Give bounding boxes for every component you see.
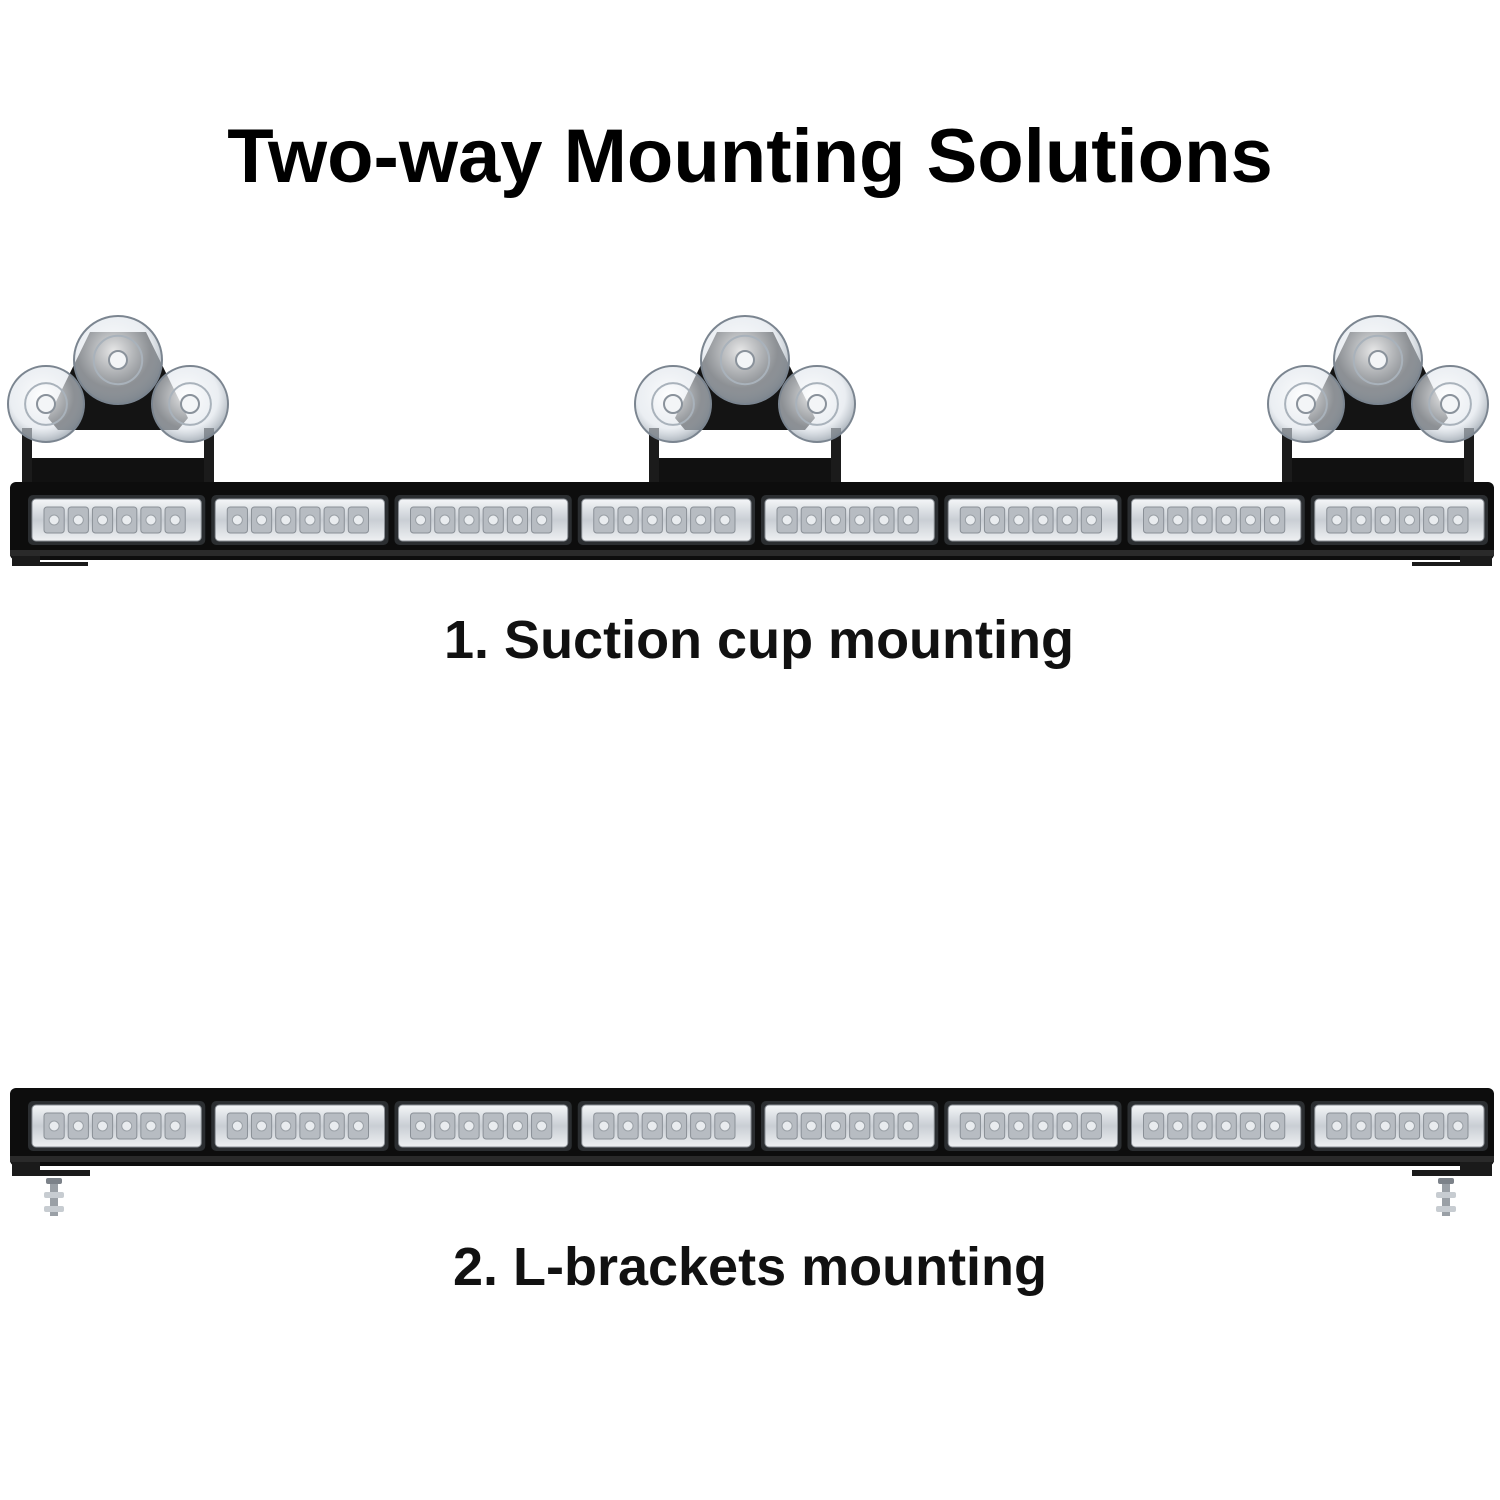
suction-cup-mount xyxy=(7,315,229,484)
suction-cup-icon xyxy=(73,315,163,405)
suction-cup-light-bar xyxy=(7,315,1494,566)
suction-cup-icon xyxy=(1333,315,1423,405)
led-module xyxy=(944,495,1122,545)
led-module xyxy=(28,495,206,545)
l-bracket-left xyxy=(12,1162,90,1176)
suction-cup-icon xyxy=(778,365,856,443)
led-module xyxy=(394,1101,572,1151)
suction-cup-mount xyxy=(1267,315,1489,484)
suction-cup-icon xyxy=(7,365,85,443)
led-module xyxy=(577,495,755,545)
led-module xyxy=(761,1101,939,1151)
suction-cup-mount xyxy=(634,315,856,484)
l-bracket-right xyxy=(1412,1162,1492,1176)
led-module xyxy=(211,495,389,545)
bar-foot-right xyxy=(1412,556,1492,566)
suction-cup-icon xyxy=(700,315,790,405)
bolt-icon xyxy=(1436,1178,1456,1216)
led-module xyxy=(1310,1101,1488,1151)
led-module xyxy=(1127,1101,1305,1151)
led-module xyxy=(394,495,572,545)
led-module xyxy=(211,1101,389,1151)
led-module xyxy=(28,1101,206,1151)
suction-cup-icon xyxy=(634,365,712,443)
led-module xyxy=(1127,495,1305,545)
page-title: Two-way Mounting Solutions xyxy=(227,114,1273,199)
led-module xyxy=(577,1101,755,1151)
bolt-icon xyxy=(44,1178,64,1216)
bar-foot-left xyxy=(12,556,88,566)
led-module xyxy=(944,1101,1122,1151)
caption-l-bracket: 2. L-brackets mounting xyxy=(452,1237,1048,1297)
led-module xyxy=(761,495,939,545)
suction-cup-icon xyxy=(1267,365,1345,443)
caption-suction-cup: 1. Suction cup mounting xyxy=(444,610,1074,670)
led-module xyxy=(1310,495,1488,545)
l-bracket-light-bar xyxy=(10,1088,1494,1216)
suction-cup-icon xyxy=(1411,365,1489,443)
suction-cup-icon xyxy=(151,365,229,443)
